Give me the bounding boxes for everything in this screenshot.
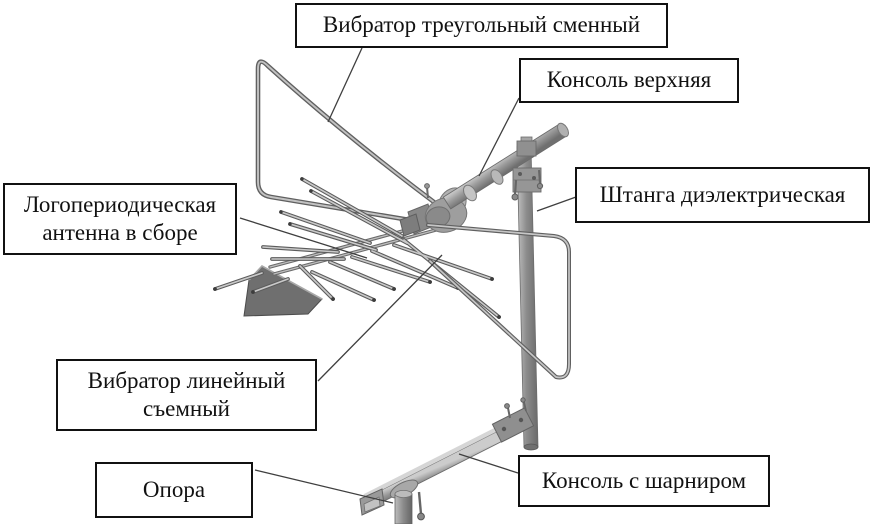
leader-lines	[239, 47, 577, 504]
hinge-clamp	[491, 397, 535, 443]
leader-support	[254, 469, 394, 504]
leader-upper-console	[478, 97, 520, 177]
label-triangular-vibrator-text: Вибратор треугольный сменный	[322, 12, 641, 38]
label-support-text: Опора	[142, 476, 206, 502]
label-triangular-vibrator: Вибратор треугольный сменный	[295, 3, 668, 48]
label-upper-console: Консоль верхняя	[519, 58, 739, 103]
leader-triangular-vibrator	[327, 47, 363, 123]
leader-linear-vibrator	[317, 254, 443, 382]
label-log-periodic-antenna-text: Логопериодическая антенна в сборе	[23, 191, 217, 245]
label-log-periodic-antenna: Логопериодическая антенна в сборе	[3, 183, 237, 255]
leader-log-periodic	[239, 217, 368, 259]
label-support: Опора	[95, 462, 253, 518]
leader-hinged-console	[458, 453, 519, 474]
upper-console-rod	[442, 122, 569, 210]
vibrator-rods	[213, 177, 501, 319]
triangular-vibrator-right-wire	[426, 223, 571, 380]
lower-console-bar	[359, 397, 535, 524]
label-hinged-console-text: Консоль с шарниром	[541, 467, 747, 493]
label-linear-vibrator: Вибратор линейный съемный	[56, 359, 317, 431]
label-dielectric-rod-text: Штанга диэлектрическая	[599, 181, 846, 207]
pole-top-clamp	[511, 136, 544, 201]
label-hinged-console: Консоль с шарниром	[518, 455, 770, 507]
support-cylinder	[394, 489, 413, 524]
leader-dielectric-rod	[536, 196, 577, 212]
label-upper-console-text: Консоль верхняя	[546, 67, 712, 93]
label-linear-vibrator-text: Вибратор линейный съемный	[87, 367, 286, 421]
label-dielectric-rod: Штанга диэлектрическая	[575, 167, 870, 223]
triangular-vibrator-left-wire	[255, 59, 455, 230]
